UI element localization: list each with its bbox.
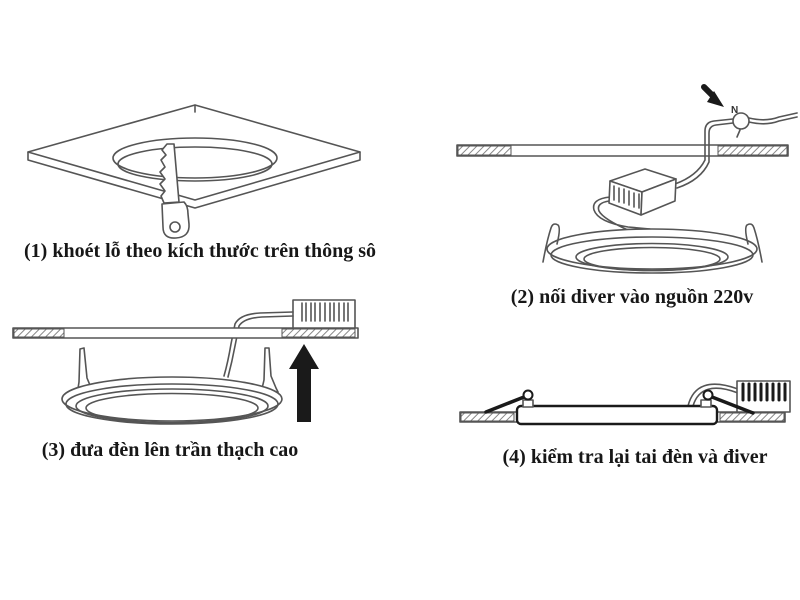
- spring-clip-left: [542, 223, 561, 263]
- panel-light: [515, 404, 719, 426]
- driver-box: [736, 380, 791, 413]
- wire-label-n: N: [731, 105, 738, 116]
- driver-box: [608, 168, 677, 216]
- ceiling-panel-thickness: [27, 104, 361, 209]
- ceiling-hatch-left: [457, 145, 512, 156]
- clip-arm-right: [710, 395, 755, 415]
- step3-caption: (3) đưa đèn lên trần thạch cao: [41, 439, 299, 461]
- driver-box: [292, 299, 356, 330]
- ceiling-hatch-right: [281, 328, 356, 338]
- wire-connector: [732, 112, 750, 130]
- step1-caption: (1) khoét lỗ theo kích thước trên thông …: [24, 240, 376, 262]
- spring-clip-right: [744, 223, 763, 263]
- pointer-arrow-head-icon: [707, 91, 724, 107]
- step4-caption: (4) kiểm tra lại tai đèn và điver: [502, 446, 768, 468]
- cut-hole-outer: [112, 137, 278, 179]
- driver-vent-ribs: [301, 302, 349, 322]
- ceiling-section: [12, 327, 359, 339]
- clip-arm-left: [484, 395, 526, 414]
- driver-vent-slots: [613, 185, 640, 209]
- clip-mount-right: [700, 399, 712, 408]
- jab-saw-handle: [161, 201, 190, 239]
- driver-vent-ribs: [741, 382, 787, 402]
- ceiling-panel: [27, 104, 361, 201]
- ceiling-hatch-left: [460, 412, 515, 422]
- ceiling-hatch-right: [717, 145, 788, 156]
- jab-saw-handle-hole: [169, 221, 181, 233]
- downlight: [542, 223, 763, 274]
- ceiling-hatch-left: [13, 328, 65, 338]
- driver-to-lamp-wire: [223, 311, 294, 378]
- clip-mount-left: [522, 399, 534, 408]
- ceiling-section: [456, 144, 789, 157]
- mains-wire: [674, 112, 798, 189]
- up-arrow-icon: [289, 344, 319, 422]
- step4-illustration: [459, 380, 791, 426]
- cut-hole-inner: [117, 146, 273, 182]
- panel-to-driver-wire: [687, 383, 739, 407]
- driver-to-lamp-wire: [592, 196, 651, 234]
- step1-illustration: [27, 104, 361, 239]
- clip-pivot-right: [702, 389, 714, 401]
- step2-illustration: N: [456, 84, 798, 274]
- spring-clip-right: [260, 347, 279, 394]
- wire-stub: [736, 129, 741, 138]
- step2-caption: (2) nối diver vào nguồn 220v: [510, 286, 754, 308]
- step3-illustration: [12, 299, 359, 425]
- downlight: [61, 347, 283, 425]
- clip-pivot-left: [522, 389, 534, 401]
- jab-saw-blade: [159, 143, 180, 204]
